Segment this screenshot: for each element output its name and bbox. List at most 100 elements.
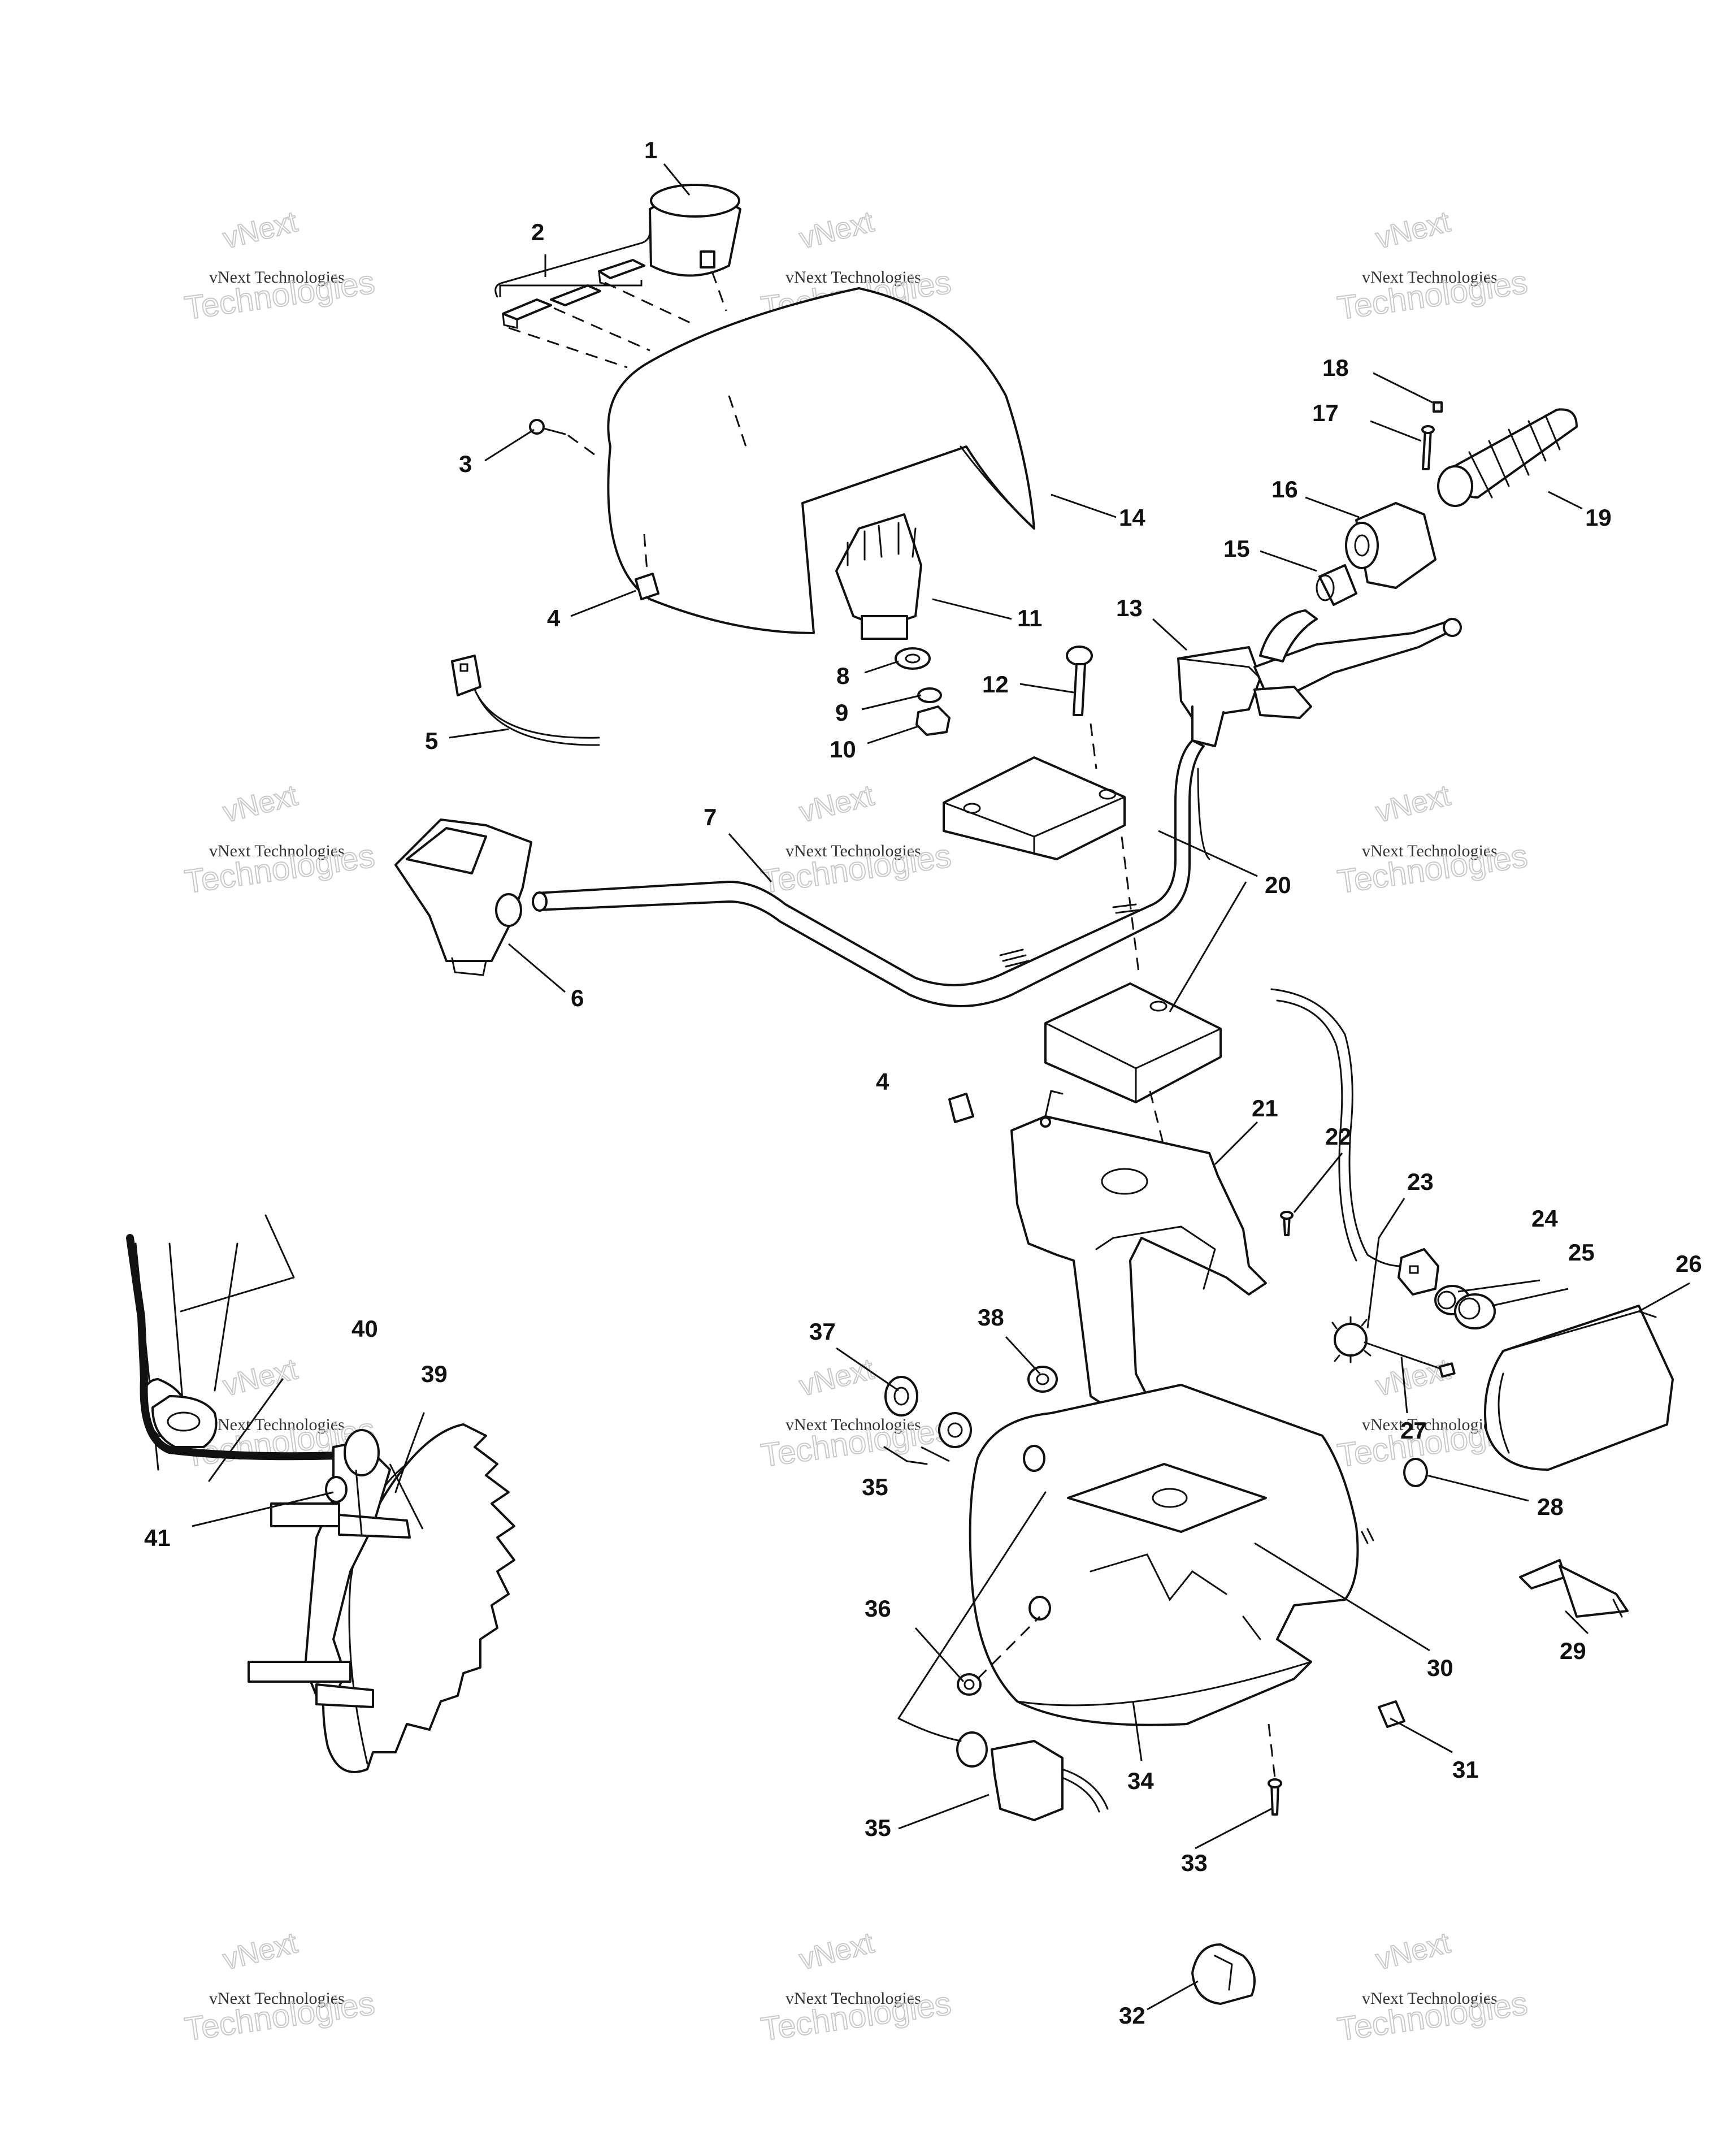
part-clip [1378, 1700, 1405, 1728]
callout-4: 4 [547, 605, 561, 631]
svg-text:vNext: vNext [796, 205, 878, 255]
svg-text:vNext Technologies: vNext Technologies [1362, 1415, 1498, 1434]
part-handlebar [532, 739, 1210, 1007]
part-master-cylinder [1177, 646, 1261, 747]
watermark: vNext vNext Technologies Technologies [1335, 1926, 1530, 2048]
part-brake-lever [1253, 618, 1462, 719]
part-washer [895, 647, 931, 670]
svg-text:vNext Technologies: vNext Technologies [209, 1415, 345, 1434]
part-screw [529, 419, 566, 435]
part-cable-clip [1191, 1943, 1256, 2005]
callout-18: 18 [1322, 354, 1349, 381]
callout-5: 5 [425, 727, 438, 754]
leader-line [976, 1615, 1041, 1680]
part-headlight-pod [607, 287, 1035, 634]
callout-23: 23 [1407, 1168, 1434, 1195]
svg-text:vNext: vNext [220, 1926, 301, 1977]
svg-text:vNext Technologies: vNext Technologies [1362, 842, 1498, 860]
watermark: vNext vNext Technologies Technologies [1335, 778, 1530, 901]
svg-text:vNext Technologies: vNext Technologies [1362, 268, 1498, 287]
callout-17: 17 [1312, 400, 1339, 426]
watermark: vNext vNext Technologies Technologies [1335, 205, 1530, 327]
callout-34: 34 [1127, 1768, 1154, 1794]
callout-10: 10 [830, 736, 856, 763]
callout-38: 38 [978, 1304, 1004, 1331]
part-grip [1437, 408, 1578, 507]
leader-line [1121, 836, 1165, 1148]
svg-text:vNext Technologies: vNext Technologies [785, 1415, 921, 1434]
svg-text:vNext: vNext [220, 1353, 301, 1403]
watermark: vNext vNext Technologies Technologies [758, 1352, 954, 1475]
callout-14: 14 [1119, 504, 1145, 531]
callout-26: 26 [1676, 1250, 1702, 1277]
part-ignition-switch [956, 1731, 1109, 1821]
svg-text:vNext Technologies: vNext Technologies [209, 1989, 345, 2008]
part-key-switch [884, 1376, 918, 1417]
svg-text:vNext: vNext [220, 779, 301, 829]
callout-27: 27 [1400, 1417, 1427, 1444]
watermark: vNext vNext Technologies Technologies [182, 778, 377, 901]
svg-text:vNext: vNext [1373, 1926, 1454, 1977]
callout-41: 41 [144, 1524, 171, 1551]
part-headlight [1484, 1305, 1674, 1471]
callout-36: 36 [865, 1595, 891, 1622]
part-bulb-retainer [1454, 1293, 1496, 1329]
callout-leaders [192, 163, 1690, 2011]
leader-line [883, 1446, 928, 1465]
leader-line [897, 1491, 1047, 1742]
callout-6: 6 [571, 985, 584, 1011]
part-clip [948, 1093, 974, 1123]
callout-40: 40 [351, 1315, 378, 1342]
part-cap [1433, 401, 1443, 413]
callout-25: 25 [1568, 1239, 1595, 1266]
watermark: vNext vNext Technologies Technologies [758, 778, 954, 901]
part-switch-housing [394, 818, 532, 976]
part-adjuster-screw [1331, 1316, 1456, 1378]
part-bulb-socket [1398, 1248, 1439, 1296]
callout-31: 31 [1452, 1756, 1479, 1783]
callout-35: 35 [862, 1474, 888, 1500]
svg-text:vNext: vNext [1373, 1353, 1454, 1403]
svg-text:vNext Technologies: vNext Technologies [209, 842, 345, 860]
part-bar-clamp-lower [1044, 982, 1222, 1103]
part-nose-cowl [969, 1384, 1374, 1726]
callout-2: 2 [531, 219, 544, 245]
part-screw [1268, 1778, 1282, 1816]
part-bar-clamp-upper [943, 756, 1126, 860]
svg-text:vNext Technologies: vNext Technologies [785, 842, 921, 860]
callout-1: 1 [644, 137, 657, 163]
part-speedometer-cup [649, 184, 741, 277]
callout-37: 37 [809, 1318, 836, 1345]
callout-11: 11 [1017, 605, 1042, 631]
callout-3: 3 [459, 451, 472, 477]
callout-15: 15 [1223, 535, 1250, 562]
part-connector-wire [451, 655, 600, 746]
watermark: vNext vNext Technologies Technologies [182, 205, 377, 327]
part-throttle-sleeve [1316, 564, 1357, 606]
inset-wheel-sensor [126, 1214, 515, 1773]
leader-line [1268, 1723, 1276, 1778]
svg-text:vNext Technologies: vNext Technologies [785, 268, 921, 287]
part-throttle-housing [1345, 502, 1436, 589]
svg-text:vNext: vNext [1373, 779, 1454, 829]
part-nut [915, 705, 951, 736]
svg-text:vNext: vNext [1373, 205, 1454, 255]
callout-30: 30 [1427, 1654, 1453, 1681]
callout-16: 16 [1271, 476, 1298, 503]
callout-7: 7 [704, 804, 717, 830]
part-throttle-body [1259, 609, 1318, 662]
part-key-switch-nut [938, 1412, 972, 1448]
part-socket [835, 513, 922, 640]
svg-text:vNext Technologies: vNext Technologies [209, 268, 345, 287]
svg-text:vNext: vNext [220, 205, 301, 255]
part-small-screw [1421, 425, 1435, 470]
callout-9: 9 [835, 699, 848, 726]
leader-line [567, 434, 600, 459]
callout-12: 12 [982, 671, 1009, 698]
callout-35: 35 [865, 1814, 891, 1841]
part-nut [957, 1673, 982, 1696]
callout-4: 4 [876, 1068, 889, 1095]
svg-text:vNext Technologies: vNext Technologies [1362, 1989, 1498, 2008]
part-indicator-lenses [494, 231, 651, 329]
